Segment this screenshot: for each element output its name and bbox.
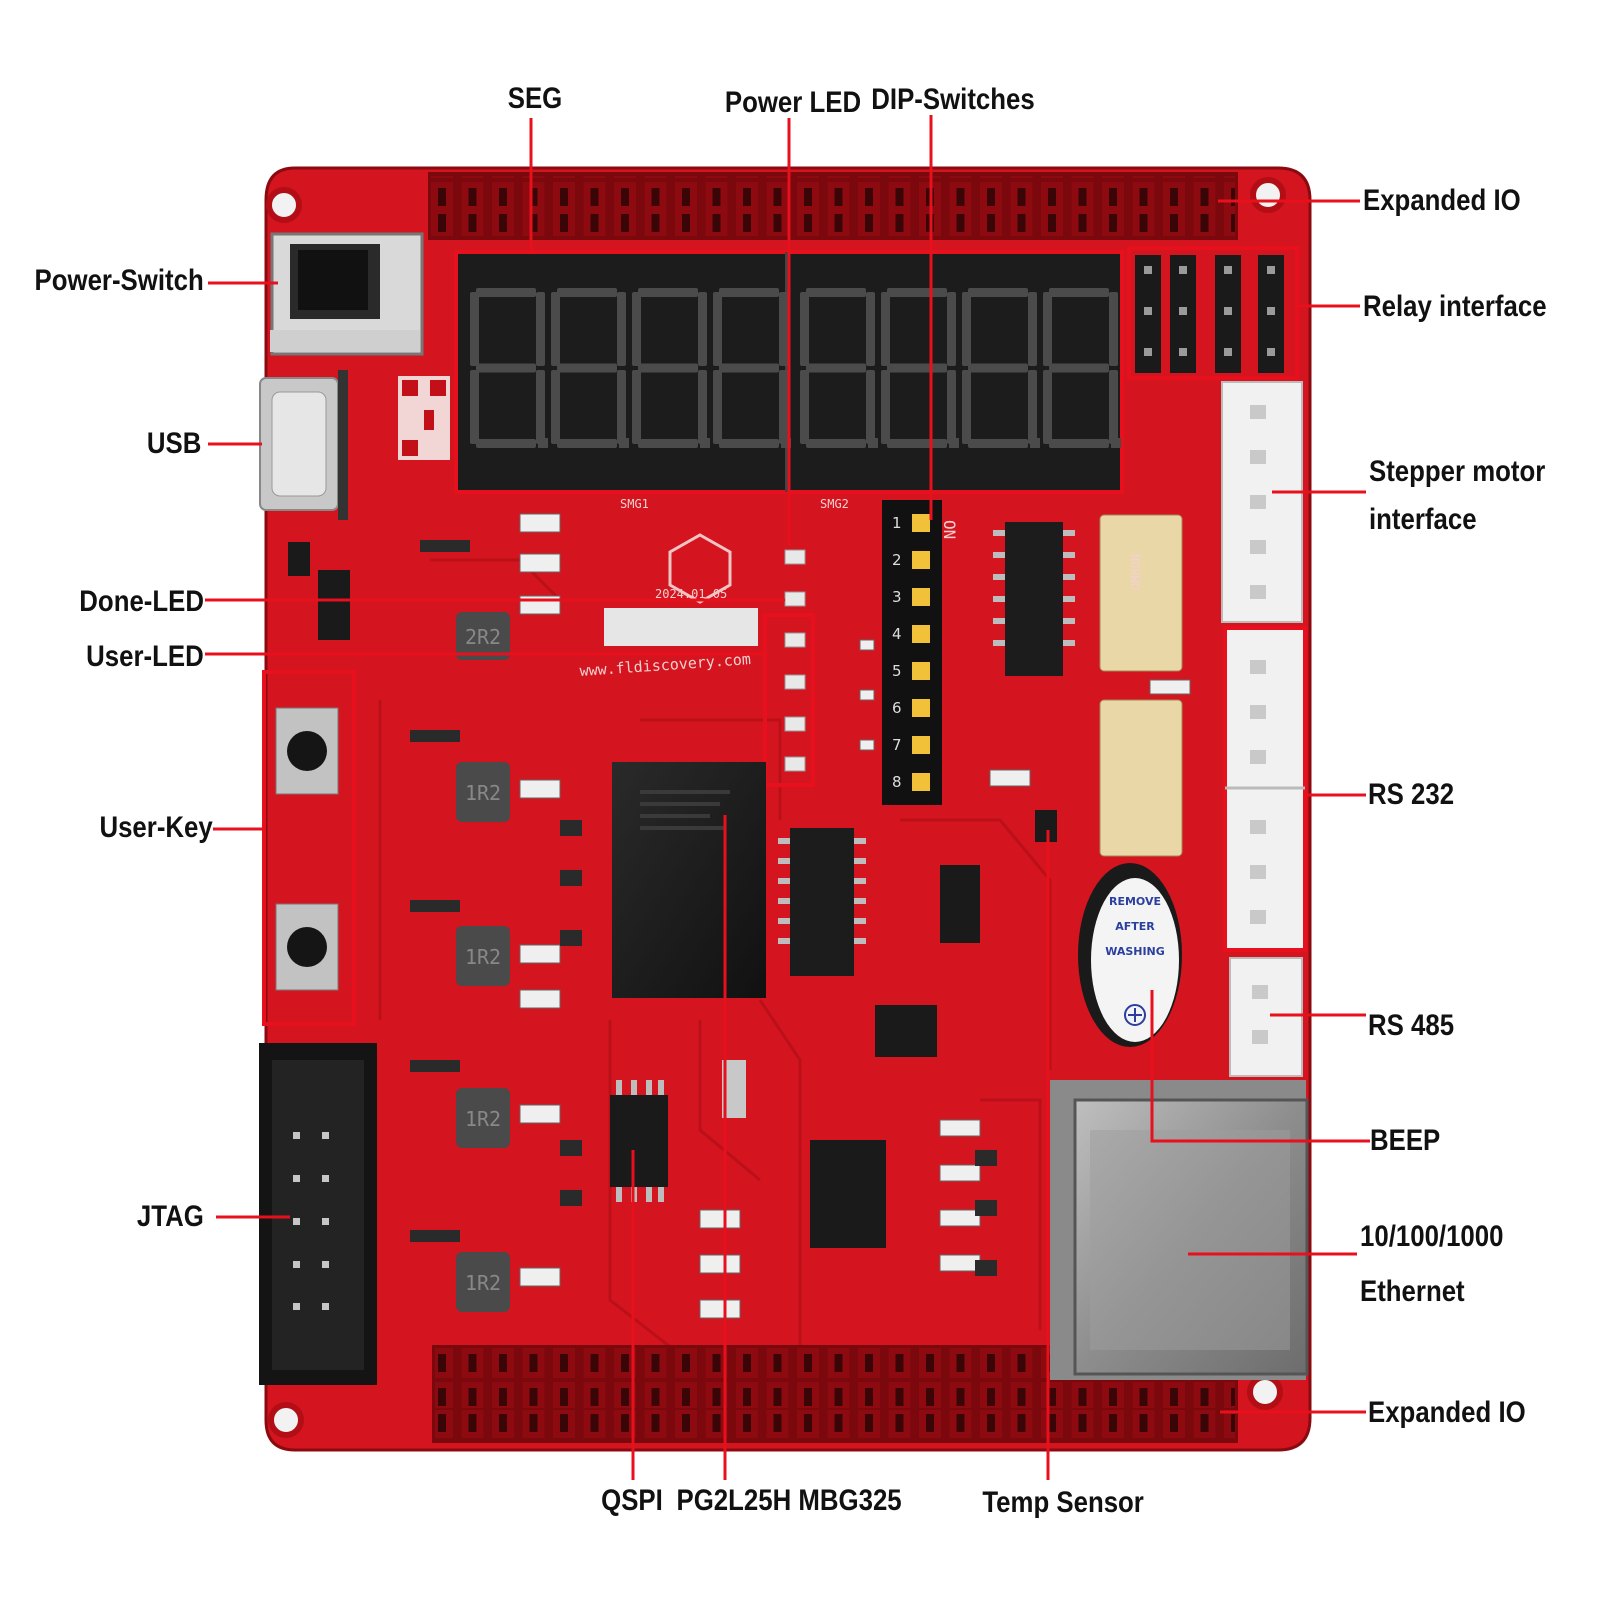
leader-lines: [205, 115, 1370, 1480]
smg2-label: SMG2: [820, 497, 849, 511]
relay-2: [1099, 699, 1183, 857]
buzzer-text-washing: WASHING: [1105, 945, 1165, 958]
rs232-transceiver-chip: [778, 828, 866, 976]
ethernet-phy-chip: [810, 1140, 886, 1248]
logo-mark: [668, 533, 732, 604]
label-stepper-motor-line2: interface: [1369, 503, 1477, 536]
label-dip-switches: DIP-Switches: [871, 83, 1035, 116]
dip-number: 8: [892, 773, 902, 791]
label-user-key: User-Key: [99, 811, 213, 844]
label-ethernet-line2: Ethernet: [1360, 1275, 1465, 1308]
relay-headers: [1127, 246, 1299, 380]
label-temp-sensor: Temp Sensor: [982, 1486, 1144, 1519]
rs232-connectors: [1223, 626, 1307, 952]
dip-number: 4: [892, 625, 902, 643]
label-beep: BEEP: [1370, 1124, 1441, 1157]
label-power-switch: Power-Switch: [34, 264, 204, 297]
dip-number: 5: [892, 662, 902, 680]
buzzer: REMOVE AFTER WASHING: [1078, 863, 1182, 1047]
label-expanded-io-bottom: Expanded IO: [1368, 1396, 1526, 1429]
dip-number: 6: [892, 699, 902, 717]
qr-code: [398, 376, 450, 460]
jtag-header: [259, 1043, 377, 1385]
label-user-led: User-LED: [86, 640, 204, 673]
inductor-marking: 1R2: [465, 781, 501, 805]
label-stepper-motor-line1: Stepper motor: [1369, 455, 1546, 488]
dip-switch-position: 8: [892, 773, 930, 791]
dip-switch-position: 2: [892, 551, 930, 569]
relay-brand: OMRON: [1129, 554, 1143, 590]
seg-digit: [470, 288, 548, 448]
power-switch: [270, 232, 424, 356]
stepper-motor-connector: [1221, 381, 1303, 623]
smg1-label: SMG1: [620, 497, 649, 511]
seg-digit: [632, 288, 710, 448]
passive-components: [519, 513, 1191, 1319]
dip-switch-position: 1: [892, 514, 930, 532]
label-fpga: PG2L25H MBG325: [676, 1484, 902, 1517]
inductor-marking: 2R2: [465, 625, 501, 649]
fpga-chip: [612, 762, 766, 998]
expanded-io-top-header: [428, 172, 1238, 240]
label-jtag: JTAG: [137, 1200, 204, 1233]
user-keys: [262, 670, 356, 1026]
label-done-led: Done-LED: [79, 585, 204, 618]
inductor-marking: 1R2: [465, 1107, 501, 1131]
dip-switch-position: 6: [892, 699, 930, 717]
inductors: 2R2 1R2 1R2 1R2 1R2: [456, 612, 510, 1312]
usb-c-connector: [259, 370, 348, 520]
label-rs232: RS 232: [1368, 778, 1455, 811]
seg-digit: [800, 288, 878, 448]
seg-digit: [962, 288, 1040, 448]
label-expanded-io-top: Expanded IO: [1363, 184, 1521, 217]
seg-digit: [713, 288, 791, 448]
small-ics: [288, 542, 1057, 1118]
buzzer-text-after: AFTER: [1115, 920, 1155, 933]
dip-switch-position: 4: [892, 625, 930, 643]
label-seg: SEG: [507, 82, 563, 115]
smd-ic-row: [410, 540, 997, 1276]
mounting-holes: [266, 177, 1286, 1438]
inductor-marking: 1R2: [465, 945, 501, 969]
dip-switch-position: 3: [892, 588, 930, 606]
label-ethernet-line1: 10/100/1000: [1360, 1220, 1504, 1253]
buzzer-text-remove: REMOVE: [1109, 895, 1161, 908]
dip-number: 2: [892, 551, 902, 569]
blank-sticker: [604, 608, 758, 646]
inductor-marking: 1R2: [465, 1271, 501, 1295]
label-power-led: Power LED: [724, 86, 862, 119]
seg-digit: [551, 288, 629, 448]
dip-switch-position: 5: [892, 662, 930, 680]
dip-on-label: ON: [940, 520, 959, 539]
rs485-connector: [1229, 957, 1303, 1077]
dip-switch-position: 7: [892, 736, 930, 754]
label-rs485: RS 485: [1368, 1009, 1455, 1042]
label-relay-interface: Relay interface: [1363, 290, 1547, 323]
ethernet-rj45-jack: [1050, 1080, 1309, 1380]
expanded-io-bottom-header: [432, 1345, 1238, 1443]
seg-digit: [1043, 288, 1121, 448]
label-usb: USB: [146, 427, 201, 460]
dip-number: 7: [892, 736, 902, 754]
led-column: [763, 549, 815, 787]
dip-switch: 1 2 3 4 5 6 7 8 ON: [882, 500, 959, 805]
label-qspi: QSPI: [601, 1484, 663, 1517]
dip-number: 3: [892, 588, 902, 606]
dip-number: 1: [892, 514, 902, 532]
relay-driver-chip: [993, 522, 1075, 676]
relay-1: OMRON: [1099, 514, 1183, 672]
qspi-flash-chip: [610, 1080, 668, 1202]
